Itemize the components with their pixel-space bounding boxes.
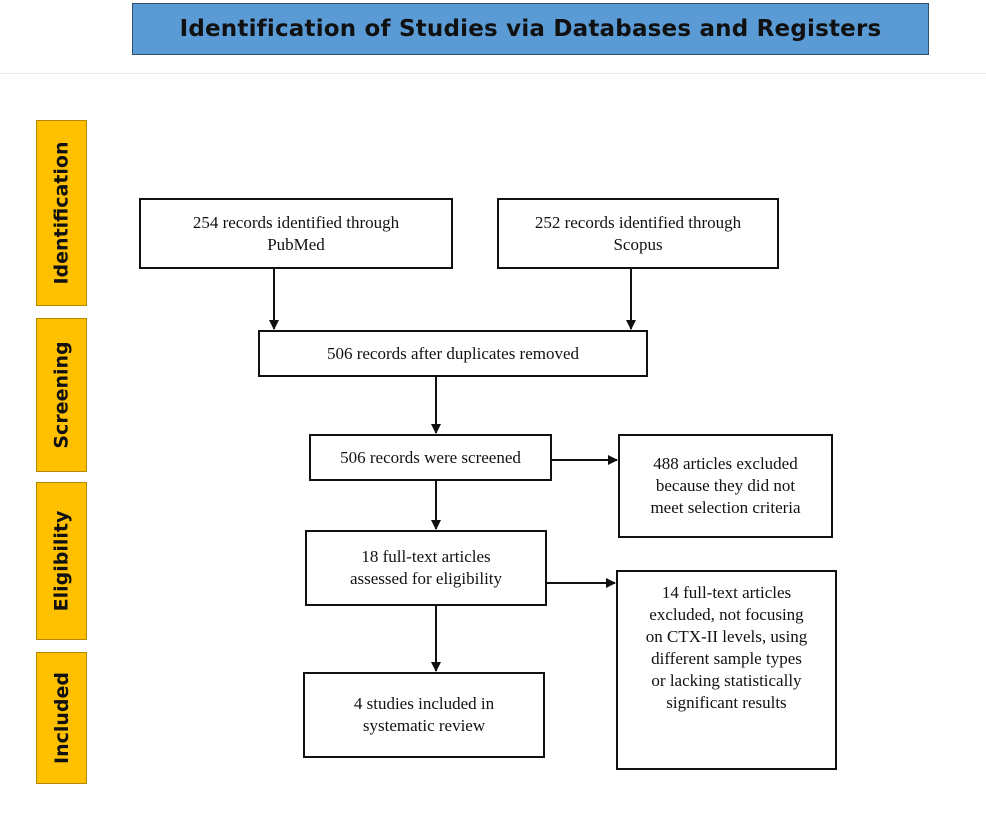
stage-screening-label: Screening (50, 341, 73, 449)
header-divider (0, 73, 986, 74)
stage-eligibility: Eligibility (36, 482, 87, 640)
screening-excluded-text: 488 articles excluded because they did n… (650, 454, 801, 517)
included-studies-box: 4 studies included in systematic review (303, 672, 545, 758)
stage-included-label: Included (50, 672, 73, 764)
stage-included: Included (36, 652, 87, 784)
stage-eligibility-label: Eligibility (50, 510, 73, 612)
screening-excluded-box: 488 articles excluded because they did n… (618, 434, 833, 538)
full-text-assessed-text: 18 full-text articles assessed for eligi… (349, 547, 503, 588)
full-text-assessed-box: 18 full-text articles assessed for eligi… (305, 530, 547, 606)
scopus-records-text: 252 records identified through Scopus (534, 212, 742, 254)
scopus-records-box: 252 records identified through Scopus (497, 198, 779, 269)
stage-identification: Identification (36, 120, 87, 306)
pubmed-records-text: 254 records identified through PubMed (192, 212, 400, 254)
stage-identification-label: Identification (50, 141, 73, 285)
full-text-excluded-text: 14 full-text articles excluded, not focu… (645, 583, 808, 712)
screened-box: 506 records were screened (309, 434, 552, 481)
full-text-excluded-box: 14 full-text articles excluded, not focu… (616, 570, 837, 770)
diagram-title: Identification of Studies via Databases … (179, 16, 882, 42)
duplicates-removed-text: 506 records after duplicates removed (326, 343, 580, 363)
pubmed-records-box: 254 records identified through PubMed (139, 198, 453, 269)
screened-text: 506 records were screened (340, 447, 521, 467)
included-studies-text: 4 studies included in systematic review (353, 694, 495, 735)
stage-screening: Screening (36, 318, 87, 472)
duplicates-removed-box: 506 records after duplicates removed (258, 330, 648, 377)
diagram-title-band: Identification of Studies via Databases … (132, 3, 929, 55)
